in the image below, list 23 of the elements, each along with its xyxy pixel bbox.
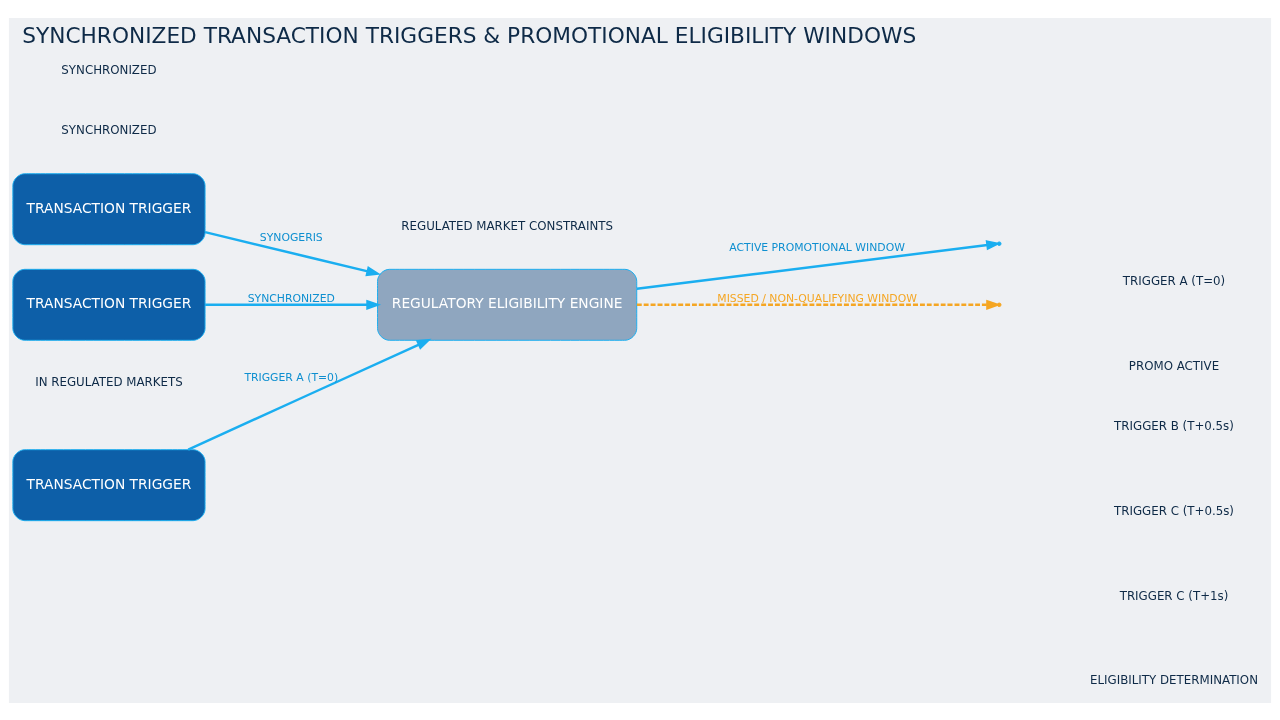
node-box: REGULATORY ELIGIBILITY ENGINE (377, 268, 638, 341)
edge-label: SYNCHRONIZED (247, 291, 335, 305)
edge-label: TRIGGER A (T=0) (244, 370, 339, 384)
arrow (205, 299, 382, 310)
label: SYNCHRONIZED (61, 122, 157, 137)
arrow (187, 338, 432, 451)
edge-label: MISSED / NON-QUALIFYING WINDOW (717, 291, 917, 305)
label: TRIGGER B (T+0.5s) (1114, 418, 1234, 433)
label: REGULATED MARKET CONSTRAINTS (401, 218, 613, 233)
edge-label: ACTIVE PROMOTIONAL WINDOW (729, 240, 905, 254)
node-box: TRANSACTION TRIGGER (12, 268, 206, 341)
arrow (204, 230, 381, 276)
label: PROMO ACTIVE (1128, 358, 1220, 373)
label: TRIGGER C (T+1s) (1119, 588, 1229, 603)
label: TRIGGER A (T=0) (1122, 273, 1226, 288)
diagram-title: SYNCHRONIZED TRANSACTION TRIGGERS & PROMOTIONAL ELIGIBILITY WINDOWS (22, 22, 917, 48)
label: SYNCHRONIZED (61, 62, 157, 77)
label: TRIGGER C (T+0.5s) (1114, 503, 1234, 518)
label: IN REGULATED MARKETS (35, 374, 183, 389)
node-box: TRANSACTION TRIGGER (12, 448, 206, 521)
label: ELIGIBILITY DETERMINATION (1090, 672, 1258, 687)
node-box: TRANSACTION TRIGGER (12, 172, 206, 245)
edge-label: SYNOGERIS (259, 230, 323, 244)
